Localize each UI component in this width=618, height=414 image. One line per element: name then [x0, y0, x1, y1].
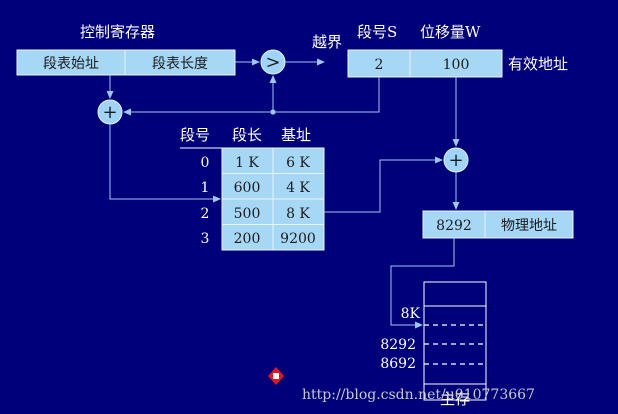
memory-mark-8k: 8K: [401, 306, 421, 322]
seg-row-0-seg: 0: [201, 155, 210, 171]
seg-row-2-base: 8 K: [286, 206, 310, 222]
seg-table-start-label: 段表始址: [43, 56, 99, 72]
memory-mark-8692: 8692: [380, 356, 416, 372]
memory-block: [423, 281, 487, 401]
seg-row-0-base: 6 K: [286, 155, 310, 171]
segment-table: 段号 段长 基址 0 1 K 6 K 1 600 4 K 2 500 8 K 3…: [180, 126, 325, 251]
physical-address-caption-cell: [484, 210, 574, 239]
seg-table-length-cell: [124, 49, 236, 76]
watermark: http://blog.csdn.net/u010773667: [302, 387, 535, 403]
physical-address-value: 8292: [436, 218, 472, 234]
table-adder-symbol: +: [102, 102, 117, 123]
seg-table-header-base: 基址: [281, 126, 311, 144]
red-diamond-icon: [268, 367, 284, 385]
main-memory: 8K 8292 8692 主存: [380, 281, 487, 408]
arrow-physical-to-memory: [390, 238, 455, 329]
logical-address-register: 2 100: [347, 49, 503, 78]
arrow-base-to-adder: [324, 156, 443, 213]
seg-row-3-length: 200: [234, 231, 261, 247]
physical-address-caption: 物理地址: [501, 218, 557, 234]
seg-table-start-cell: [16, 49, 126, 76]
control-register: 段表始址 段表长度: [16, 49, 236, 76]
seg-row-3-base: 9200: [280, 231, 316, 247]
seg-row-1-length: 600: [234, 180, 261, 196]
control-register-title: 控制寄存器: [80, 23, 155, 41]
seg-table-header-length: 段长: [232, 126, 262, 144]
comparator-symbol: >: [265, 52, 280, 73]
seg-number-label: 段号S: [357, 23, 397, 41]
memory-mark-8292: 8292: [380, 337, 416, 353]
seg-row-2-seg: 2: [201, 206, 210, 222]
seg-row-2-length: 500: [234, 206, 261, 222]
seg-row-1-seg: 1: [201, 180, 210, 196]
main-memory-caption: 主存: [440, 390, 470, 408]
physical-address-cell: [422, 210, 486, 239]
offset-value: 100: [443, 57, 470, 73]
address-adder-symbol: +: [448, 150, 463, 171]
effective-address-caption: 有效地址: [508, 55, 568, 73]
seg-number-value: 2: [375, 57, 384, 73]
arrow-seg-number-to-adder: [123, 77, 380, 116]
offset-label: 位移量W: [420, 23, 481, 41]
seg-row-1-base: 4 K: [286, 180, 310, 196]
seg-table-length-label: 段表长度: [152, 56, 208, 72]
offset-cell: [409, 49, 503, 78]
flow-arrows: [106, 58, 460, 329]
arrow-adder-to-table-row: [109, 124, 221, 203]
seg-table-header-seg: 段号: [180, 126, 210, 144]
seg-row-0-length: 1 K: [235, 155, 259, 171]
physical-address-register: 8292 物理地址: [422, 210, 574, 239]
seg-row-3-seg: 3: [201, 231, 210, 247]
out-of-bounds-label: 越界: [312, 33, 342, 51]
